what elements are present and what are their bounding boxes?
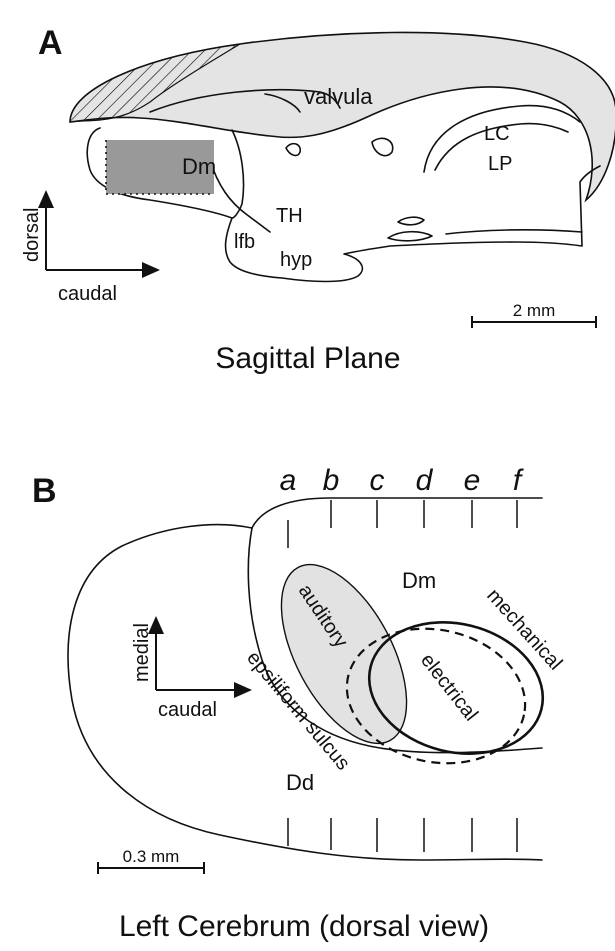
electrical-label: electrical [416, 650, 482, 726]
caption-a: Sagittal Plane [215, 342, 400, 375]
lfb-label: lfb [234, 231, 255, 253]
bottom-ticks [288, 818, 517, 852]
column-b: b [323, 464, 340, 497]
axis-caudal-label-b: caudal [158, 699, 217, 721]
scale-bar-a-label: 2 mm [513, 301, 556, 320]
axis-arrows-b: medial caudal [131, 618, 250, 721]
ventricle-1 [398, 217, 424, 225]
scale-bar-a: 2 mm [472, 301, 596, 328]
column-c: c [370, 464, 385, 497]
axis-caudal-label-a: caudal [58, 283, 117, 305]
small-loop-1 [286, 144, 300, 156]
caption-b: Left Cerebrum (dorsal view) [119, 910, 489, 943]
tract-line [446, 230, 582, 234]
ventricle-2 [388, 232, 432, 241]
column-f: f [513, 464, 524, 497]
panel-b: B a b c d e f [32, 464, 566, 943]
small-loop-2 [372, 138, 393, 155]
lfb-tract [210, 160, 270, 232]
column-a: a [280, 464, 297, 497]
dm-label-b: Dm [402, 568, 436, 593]
axis-arrows-a: dorsal caudal [21, 192, 158, 305]
scale-bar-b: 0.3 mm [98, 847, 204, 874]
panel-a-label: A [38, 24, 63, 62]
scale-bar-b-label: 0.3 mm [123, 847, 180, 866]
panel-a: A valvula Dm LC LP TH lfb hyp [21, 24, 615, 375]
axis-dorsal-label: dorsal [21, 208, 43, 262]
column-letters: a b c d e f [280, 464, 524, 497]
lc-label: LC [484, 123, 510, 145]
tectum-edge [232, 130, 244, 218]
axis-medial-label: medial [131, 623, 153, 682]
valvula-label: valvula [304, 84, 373, 109]
mechanical-label: mechanical [482, 585, 566, 675]
lp-label: LP [488, 153, 512, 175]
dm-label: Dm [182, 154, 216, 179]
panel-b-label: B [32, 472, 57, 510]
top-boundary [252, 498, 542, 528]
th-label: TH [276, 205, 303, 227]
dd-label: Dd [286, 770, 314, 795]
column-d: d [416, 464, 434, 497]
hyp-label: hyp [280, 249, 312, 271]
column-e: e [464, 464, 481, 497]
top-ticks [288, 500, 517, 548]
